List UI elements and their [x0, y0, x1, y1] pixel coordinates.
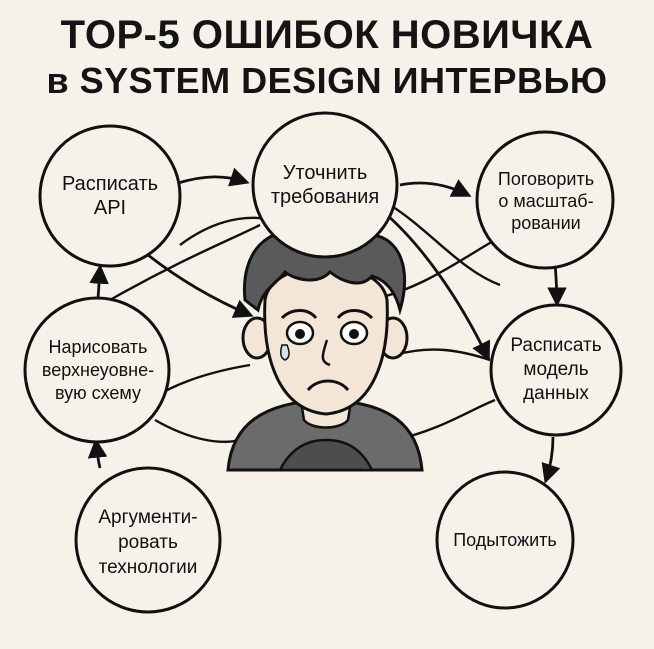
curve-5: [394, 348, 491, 362]
node-diagram-circle: [23, 296, 171, 444]
node-tech: Аргументи- ровать технологии: [76, 497, 220, 587]
node-diagram: Нарисовать верхнеуовне- вую схему: [22, 325, 174, 415]
right-pupil: [349, 329, 359, 339]
node-requirements: Уточнить требования: [256, 145, 394, 225]
node-scale-line-1: Поговорить: [497, 169, 595, 189]
node-diagram-line-1: Нарисовать: [48, 336, 148, 357]
node-datamodel-line-2: модель: [523, 359, 589, 380]
sweat-drop: [280, 344, 290, 361]
node-scale-circle: [475, 130, 615, 270]
node-api-line-1: Расписать: [61, 173, 159, 195]
node-requirements-line-1: Уточнить: [282, 162, 368, 184]
arrow-api-to-requirements: [177, 167, 250, 187]
arrow-requirements-to-scale: [399, 179, 472, 197]
node-scale-line-2: о масштаб-: [498, 191, 594, 211]
worried-person-illustration: [226, 219, 424, 472]
node-requirements-circle: [251, 111, 399, 259]
arrow-datamodel-to-summary: [541, 436, 561, 484]
node-diagram-line-2: верхнеуовне-: [41, 359, 155, 380]
curve-3: [389, 203, 501, 287]
flow-arrows: [87, 167, 567, 484]
node-api: Расписать API: [45, 156, 175, 236]
nose: [321, 339, 331, 367]
frowning-mouth: [306, 379, 350, 392]
node-summary: Подытожить: [437, 520, 573, 560]
node-requirements-line-2: требования: [270, 186, 380, 208]
node-api-line-2: API: [93, 197, 127, 219]
left-pupil: [295, 329, 305, 339]
node-summary-line-1: Подытожить: [453, 530, 557, 550]
curve-2: [109, 223, 261, 302]
right-eyebrow: [336, 309, 374, 320]
node-tech-line-3: технологии: [98, 556, 198, 578]
node-summary-circle: [435, 470, 575, 610]
node-datamodel: Расписать модель данных: [492, 325, 620, 415]
left-eyebrow: [280, 309, 318, 320]
node-datamodel-line-1: Расписать: [510, 335, 602, 356]
node-scale: Поговорить о масштаб- ровании: [478, 158, 614, 244]
collar-shadow: [277, 438, 375, 472]
arrow-api-to-face: [147, 253, 254, 318]
node-datamodel-line-3: данных: [523, 383, 589, 404]
node-tech-line-2: ровать: [118, 531, 178, 553]
node-api-circle: [38, 124, 182, 268]
arrow-requirements-to-datamodel: [374, 203, 491, 362]
node-tech-circle: [74, 466, 222, 614]
node-diagram-line-3: вую схему: [54, 382, 142, 403]
title-line-1: TOP-5 ОШИБОК НОВИЧКА: [60, 13, 594, 57]
arrow-tech-to-diagram: [87, 438, 108, 469]
node-datamodel-circle: [489, 303, 623, 437]
title: TOP-5 ОШИБОК НОВИЧКА в SYSTEM DESIGN ИНТ…: [0, 14, 654, 102]
curve-7: [154, 418, 241, 443]
node-scale-line-3: ровании: [511, 213, 581, 233]
node-tech-line-1: Аргументи-: [98, 506, 198, 528]
title-line-2: в SYSTEM DESIGN ИНТЕРВЬЮ: [46, 60, 608, 101]
